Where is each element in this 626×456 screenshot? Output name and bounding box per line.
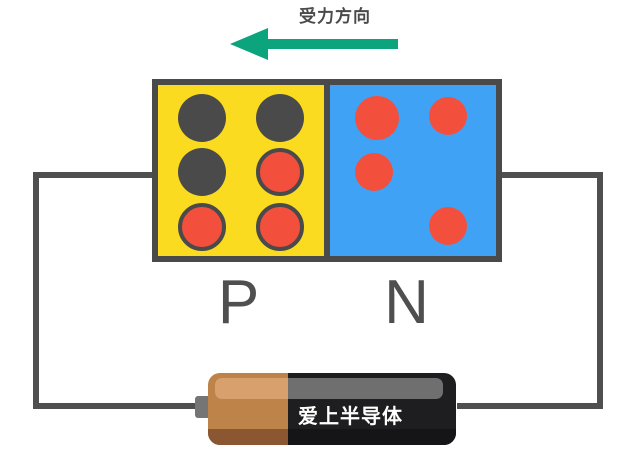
battery-copper-end (208, 373, 288, 445)
battery-dark-body: 爱上半导体 (288, 373, 456, 445)
n-region-label: N (384, 268, 429, 337)
p-region-label: P (217, 268, 260, 337)
battery-body: 爱上半导体 (208, 373, 456, 445)
battery-terminal-nub (195, 396, 211, 418)
battery-dark-shadow (288, 429, 456, 445)
battery-copper-shadow (208, 429, 288, 445)
n-region (330, 85, 496, 256)
p-region (158, 85, 330, 256)
battery-dark-highlight (288, 378, 443, 399)
circuit-wire-left (33, 172, 197, 409)
battery-brand-label: 爱上半导体 (298, 406, 403, 428)
force-direction-label: 受力方向 (299, 7, 371, 26)
pn-junction-block (152, 79, 502, 262)
circuit-wire-right (457, 172, 603, 409)
force-arrow-left-icon (230, 28, 398, 60)
battery-copper-highlight (215, 378, 288, 399)
